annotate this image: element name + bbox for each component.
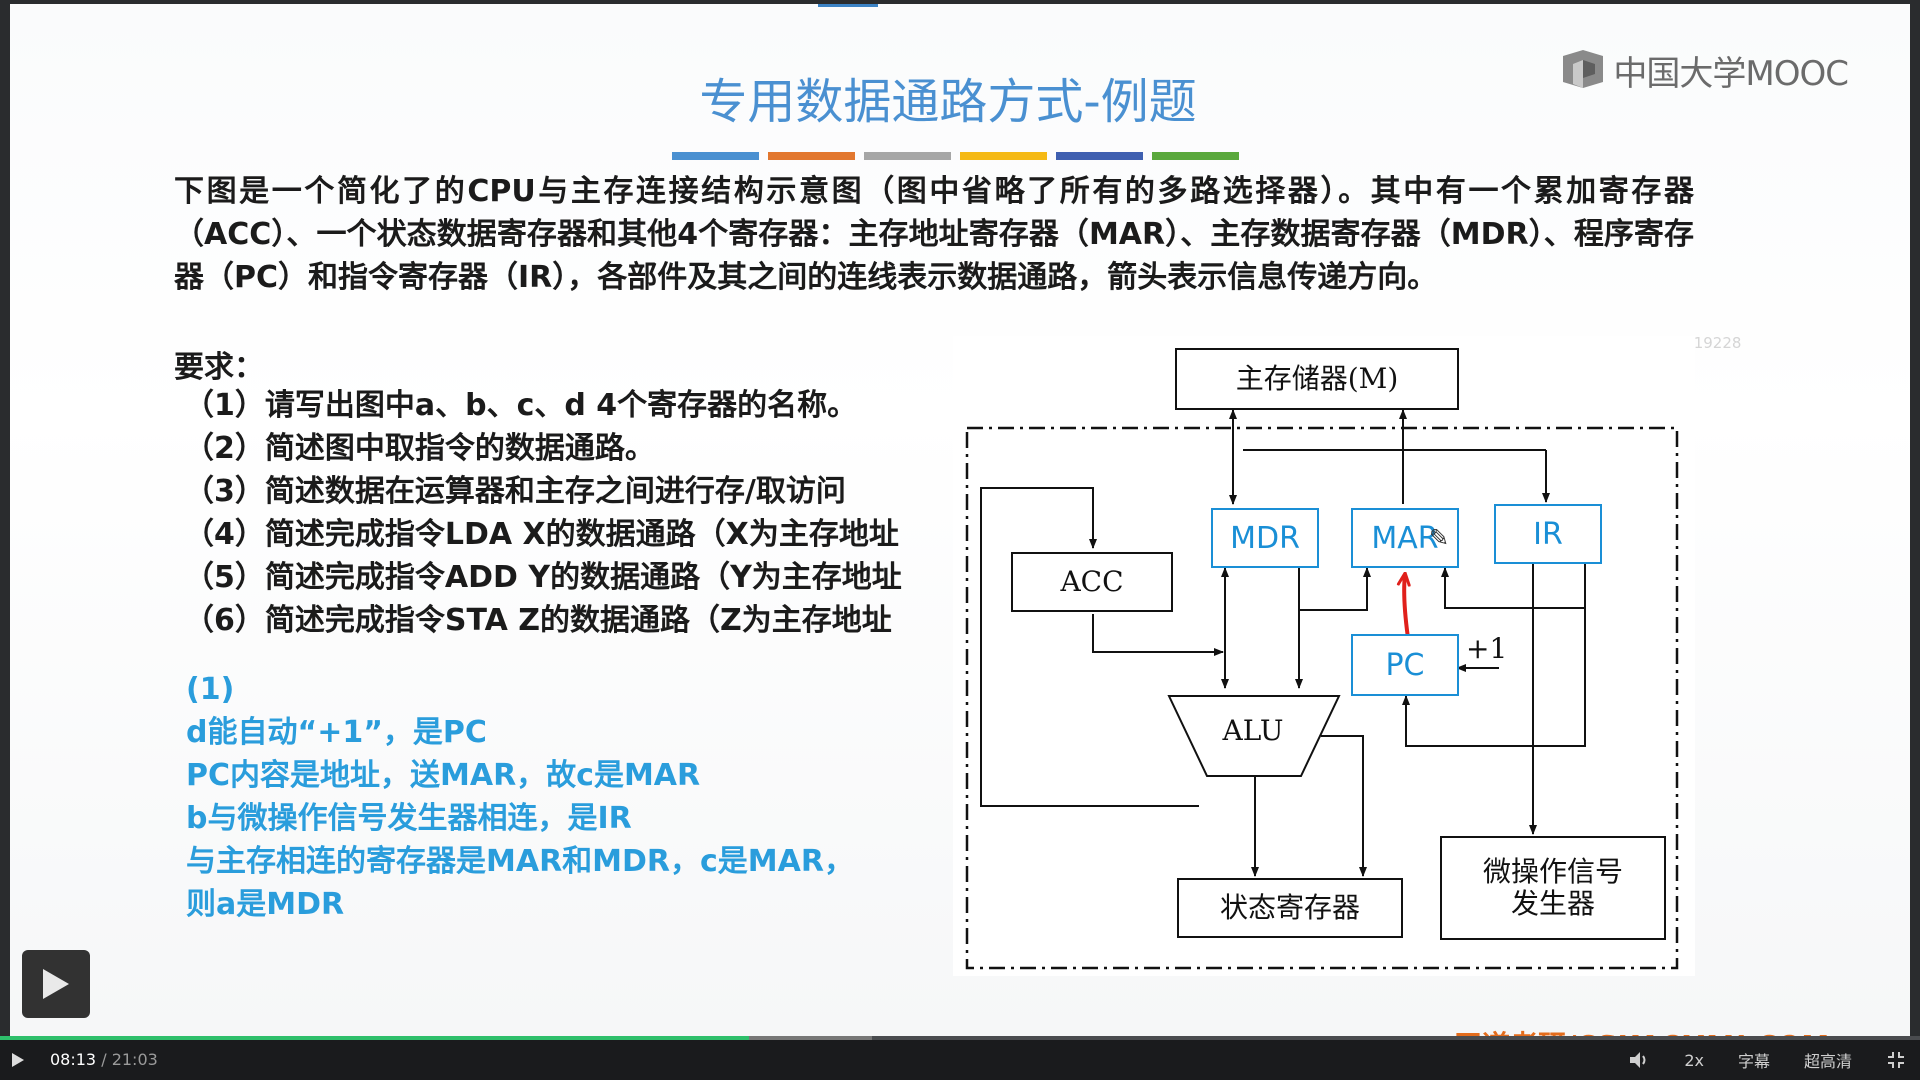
title-underline-segment	[864, 152, 951, 160]
time-display: 08:13 / 21:03	[50, 1040, 158, 1080]
requirement-item: （6）简述完成指令STA Z的数据通路（Z为主存地址	[184, 603, 892, 638]
play-icon	[12, 1053, 24, 1067]
answer-line: 与主存相连的寄存器是MAR和MDR，c是MAR，	[186, 844, 854, 879]
title-underline-segment	[672, 152, 759, 160]
current-time: 08:13	[50, 1050, 97, 1069]
video-stage[interactable]: 中国大学MOOC 专用数据通路方式-例题 下图是一个简化了的CPU与主存连接结构…	[0, 0, 1920, 1036]
answer-line: b与微操作信号发生器相连，是IR	[186, 801, 632, 836]
answer-line: d能自动“+1”，是PC	[186, 715, 487, 750]
player-controls: 08:13 / 21:03 2x 字幕 超高清	[0, 1040, 1920, 1080]
top-accent-bar	[818, 4, 878, 7]
answer-line: 则a是MDR	[186, 887, 345, 922]
title-underline-segment	[1056, 152, 1143, 160]
speed-button[interactable]: 2x	[1684, 1050, 1704, 1070]
ir-register: IR	[1494, 504, 1602, 564]
answer-line: (1)	[186, 672, 235, 707]
requirements-label: 要求：	[174, 350, 264, 385]
title-underline-bars	[672, 152, 1239, 160]
right-controls: 2x 字幕 超高清	[1628, 1040, 1906, 1080]
mooc-logo: 中国大学MOOC	[1561, 46, 1849, 94]
mar-register: MAR	[1351, 508, 1459, 568]
micro-op-line2: 发生器	[1510, 887, 1595, 920]
datapath-lines	[965, 409, 1679, 970]
pencil-cursor-icon: ✎	[1429, 524, 1450, 552]
title-underline-segment	[960, 152, 1047, 160]
play-icon	[43, 969, 69, 999]
logo-text: 中国大学MOOC	[1613, 53, 1849, 94]
title-underline-segment	[768, 152, 855, 160]
requirement-item: （4）简述完成指令LDA X的数据通路（X为主存地址	[184, 517, 899, 552]
quality-button[interactable]: 超高清	[1803, 1052, 1852, 1071]
subtitle-button[interactable]: 字幕	[1737, 1052, 1770, 1071]
title-underline-segment	[1152, 152, 1239, 160]
cpu-datapath-diagram: 主存储器(M) MDR MAR ✎ IR ACC PC +1 ALU 状态寄存器…	[953, 336, 1695, 976]
fullscreen-exit-icon[interactable]	[1886, 1050, 1906, 1070]
main-memory-box: 主存储器(M)	[1175, 348, 1459, 410]
micro-op-line1: 微操作信号	[1482, 855, 1623, 888]
total-time: 21:03	[111, 1050, 158, 1069]
mdr-register: MDR	[1211, 508, 1319, 568]
brand-watermark: 王道考研/CSKAOYAN.COM	[1454, 1024, 1829, 1036]
volume-icon[interactable]	[1628, 1050, 1650, 1070]
big-play-button[interactable]	[22, 950, 90, 1018]
answer-block: (1) d能自动“+1”，是PC PC内容是地址，送MAR，故c是MAR b与微…	[186, 668, 946, 926]
slide-title: 专用数据通路方式-例题	[699, 74, 1197, 130]
alu-label: ALU	[1222, 714, 1284, 747]
requirement-item: （1）请写出图中a、b、c、d 4个寄存器的名称。	[184, 388, 858, 423]
problem-statement: 下图是一个简化了的CPU与主存连接结构示意图（图中省略了所有的多路选择器）。其中…	[174, 174, 1694, 295]
progress-played	[0, 1036, 749, 1040]
status-register-box: 状态寄存器	[1177, 878, 1403, 938]
acc-register: ACC	[1011, 552, 1173, 612]
lecture-slide: 中国大学MOOC 专用数据通路方式-例题 下图是一个简化了的CPU与主存连接结构…	[10, 4, 1910, 1036]
answer-line: PC内容是地址，送MAR，故c是MAR	[186, 758, 701, 793]
control-play-button[interactable]	[6, 1048, 30, 1072]
requirement-item: （2）简述图中取指令的数据通路。	[184, 431, 655, 466]
time-separator: /	[101, 1050, 107, 1069]
requirement-item: （5）简述完成指令ADD Y的数据通路（Y为主存地址	[184, 560, 902, 595]
progress-bar[interactable]	[0, 1036, 1920, 1040]
requirements-list: （1）请写出图中a、b、c、d 4个寄存器的名称。 （2）简述图中取指令的数据通…	[184, 384, 964, 644]
mooc-logo-icon	[1563, 50, 1604, 88]
increment-label: +1	[1466, 632, 1508, 665]
micro-op-generator-box: 微操作信号 发生器	[1440, 836, 1666, 940]
pc-register: PC	[1351, 634, 1459, 696]
requirement-item: （3）简述数据在运算器和主存之间进行存/取访问	[184, 474, 846, 509]
